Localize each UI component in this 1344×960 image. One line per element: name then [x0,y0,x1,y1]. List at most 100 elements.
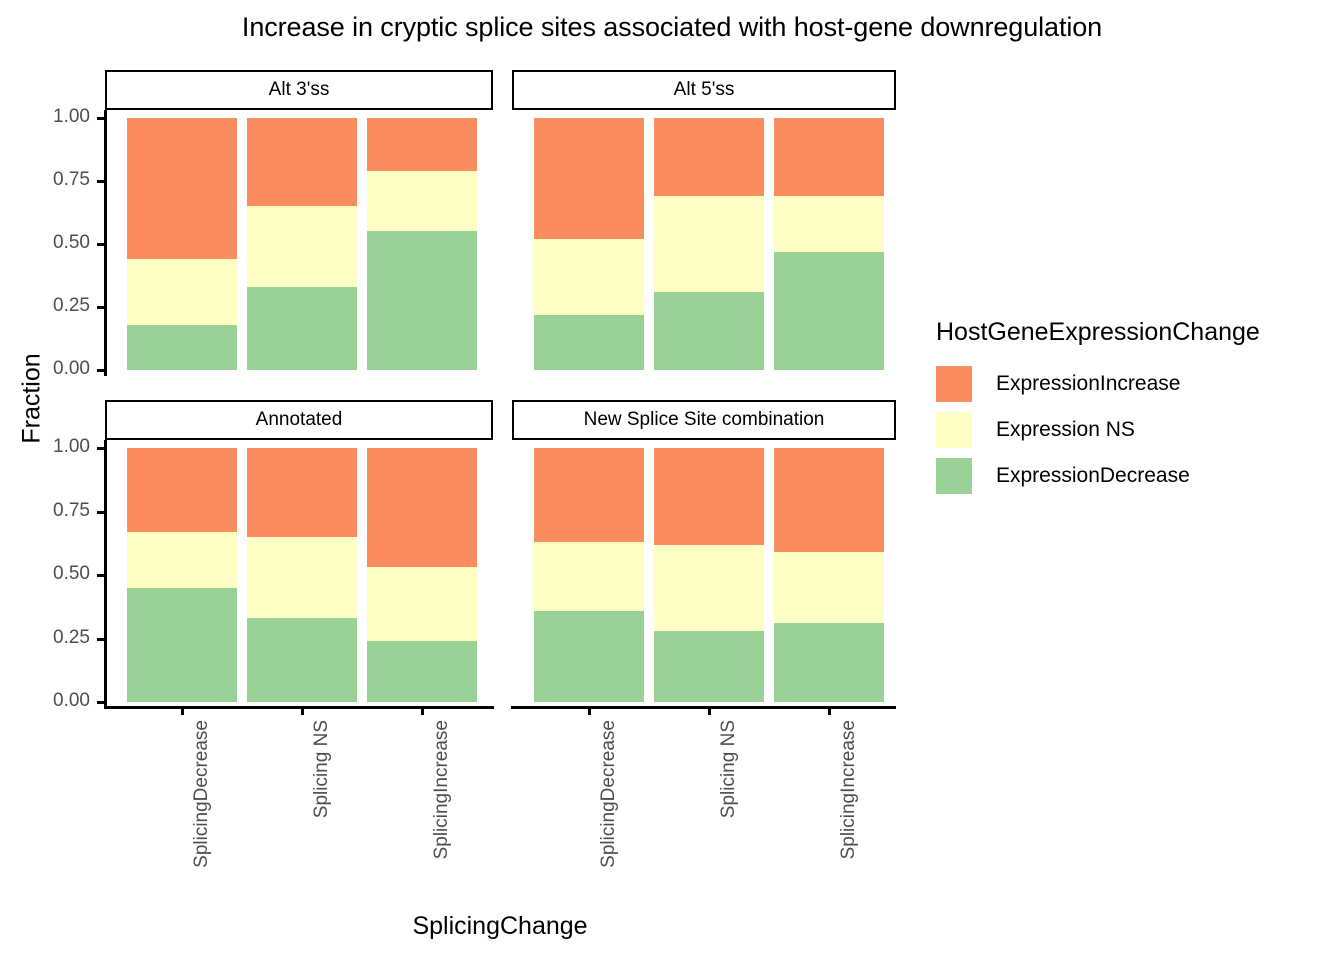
bar-group[interactable] [247,118,357,370]
y-tick-label: 0.00 [53,690,90,711]
legend-item[interactable]: ExpressionDecrease [936,453,1336,499]
x-tick-mark [828,708,831,715]
bar-segment[interactable] [127,587,237,702]
bar-segment[interactable] [774,251,884,370]
x-tick-label: SplicingDecrease [191,720,212,868]
bar-segment[interactable] [247,536,357,619]
facet-strip-annotated: Annotated [105,400,493,440]
x-tick-mark [421,708,424,715]
facet-panel-alt5ss [515,118,896,370]
legend-color-swatch [936,412,972,448]
bar-segment[interactable] [774,118,884,197]
bar-segment[interactable] [367,170,477,232]
x-tick-mark [708,708,711,715]
bar-segment[interactable] [534,314,644,370]
bar-group[interactable] [654,448,764,702]
x-axis-line-left [104,706,494,709]
bar-segment[interactable] [127,448,237,532]
y-tick-label: 0.00 [53,358,90,379]
facet-strip-alt3ss: Alt 3'ss [105,70,493,110]
legend-item-label: ExpressionDecrease [996,464,1190,487]
y-tick-mark [97,369,104,372]
x-tick-mark [588,708,591,715]
y-tick-label: 0.25 [53,295,90,316]
legend-item[interactable]: ExpressionIncrease [936,361,1336,407]
bar-group[interactable] [654,118,764,370]
legend-item-label: ExpressionIncrease [996,372,1181,395]
bar-segment[interactable] [654,196,764,292]
x-tick-label: SplicingDecrease [598,720,619,868]
y-tick-label: 0.50 [53,563,90,584]
y-tick-label: 1.00 [53,106,90,127]
bar-segment[interactable] [534,541,644,611]
y-tick-label: 0.25 [53,626,90,648]
facet-strip-label: Alt 5'ss [673,79,735,100]
bar-segment[interactable] [774,552,884,624]
y-axis-line-top [104,110,107,376]
x-tick-mark [301,708,304,715]
bar-segment[interactable] [367,641,477,702]
bar-segment[interactable] [127,259,237,325]
legend-color-swatch [936,366,972,402]
y-tick-mark [97,180,104,183]
bar-segment[interactable] [247,286,357,370]
bar-segment[interactable] [127,118,237,260]
bar-segment[interactable] [534,448,644,542]
legend-color-swatch [936,458,972,494]
bar-segment[interactable] [534,610,644,702]
bar-segment[interactable] [654,291,764,370]
bar-group[interactable] [247,448,357,702]
y-tick-mark [97,306,104,309]
bar-group[interactable] [774,448,884,702]
x-axis-title: SplicingChange [412,912,588,940]
bar-group[interactable] [367,448,477,702]
x-tick-label: Splicing NS [311,720,332,819]
bar-segment[interactable] [367,567,477,642]
legend-item[interactable]: Expression NS [936,407,1336,453]
x-tick-label: SplicingIncrease [838,720,859,860]
bar-segment[interactable] [247,618,357,702]
y-tick-mark [97,447,104,450]
bar-segment[interactable] [534,118,644,239]
x-tick-label: Splicing NS [718,720,739,819]
bar-group[interactable] [774,118,884,370]
bar-segment[interactable] [247,206,357,287]
facet-strip-label: New Splice Site combination [583,409,825,430]
bar-segment[interactable] [654,630,764,702]
bar-segment[interactable] [534,238,644,315]
bar-segment[interactable] [654,448,764,545]
bar-segment[interactable] [774,623,884,702]
bar-segment[interactable] [774,196,884,252]
facet-panel-new-splice-site-combination [515,448,896,702]
bar-group[interactable] [534,448,644,702]
bar-segment[interactable] [654,544,764,631]
y-tick-label: 0.75 [53,169,90,190]
y-tick-mark [97,701,104,704]
bar-group[interactable] [127,448,237,702]
bar-segment[interactable] [367,231,477,370]
bar-segment[interactable] [654,118,764,197]
bar-segment[interactable] [247,118,357,207]
bar-segment[interactable] [774,448,884,553]
bar-group[interactable] [127,118,237,370]
legend: HostGeneExpressionChange ExpressionIncre… [936,318,1336,499]
facet-panel-annotated [108,448,493,702]
x-tick-mark [181,708,184,715]
y-tick-label: 0.50 [53,232,90,253]
bar-segment[interactable] [127,531,237,588]
legend-item-label: Expression NS [996,418,1135,441]
facet-panel-alt3ss [108,118,493,370]
facet-strip-label: Alt 3'ss [268,79,330,100]
y-axis-line-bottom [104,440,107,708]
bar-segment[interactable] [367,448,477,568]
x-tick-label: SplicingIncrease [431,720,452,860]
bar-segment[interactable] [247,448,357,537]
y-tick-mark [97,510,104,514]
facet-strip-new-splice-site-combination: New Splice Site combination [512,400,896,440]
bar-group[interactable] [367,118,477,370]
bar-segment[interactable] [127,324,237,370]
bar-group[interactable] [534,118,644,370]
y-tick-mark [97,574,104,577]
bar-segment[interactable] [367,118,477,171]
